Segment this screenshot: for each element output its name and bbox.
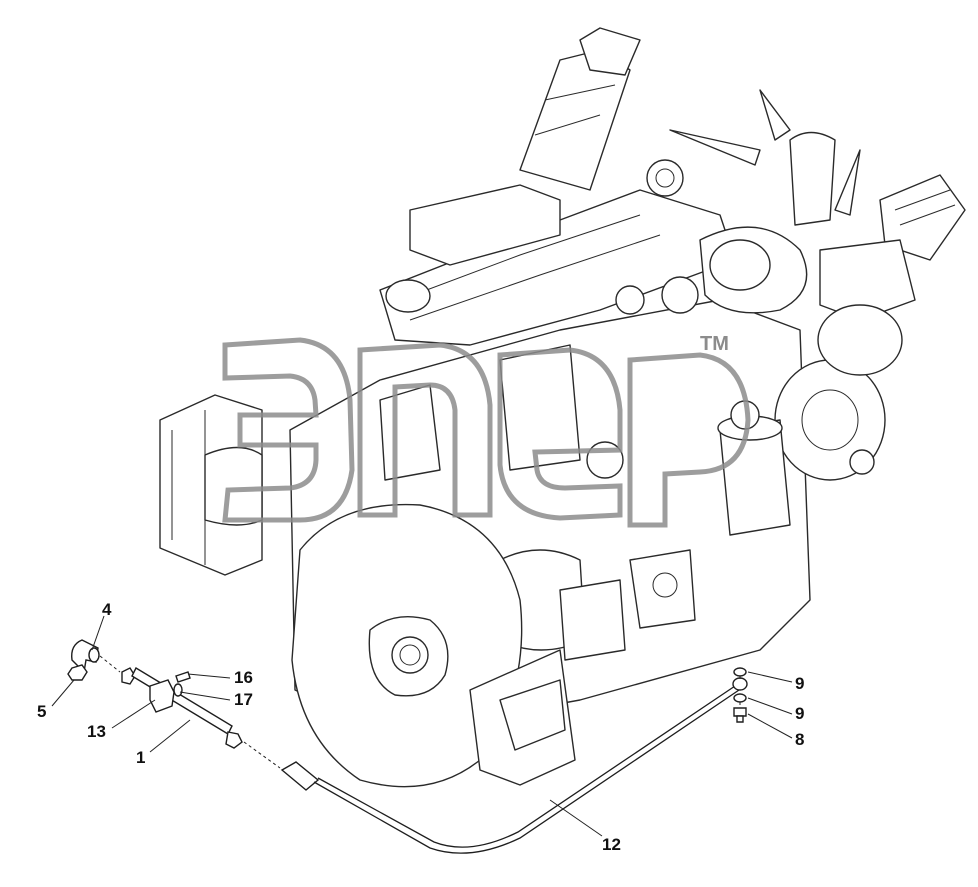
explode-lines [99, 655, 741, 769]
part-tube-12 [280, 683, 743, 854]
part-nut-5 [67, 664, 88, 681]
part-screw-16 [175, 671, 191, 683]
part-washer-9-top [733, 667, 747, 677]
part-block-13 [149, 679, 175, 713]
engine-body [159, 27, 966, 788]
part-washer-17 [173, 683, 183, 697]
callout-17: 17 [234, 690, 253, 709]
callout-9-top: 9 [795, 674, 805, 693]
part-bolt-8 [733, 707, 747, 723]
callout-8: 8 [795, 730, 805, 749]
callout-12: 12 [602, 835, 621, 854]
part-banjo-fitting [732, 677, 748, 691]
part-elbow-fitting [71, 639, 100, 674]
callout-16: 16 [234, 668, 253, 687]
watermark-letters [222, 337, 751, 528]
part-washer-9-bottom [733, 693, 747, 703]
callout-9-bottom: 9 [795, 704, 805, 723]
watermark-trademark: TM [700, 333, 729, 355]
callout-13: 13 [87, 722, 106, 741]
callout-4: 4 [102, 600, 112, 619]
callout-1: 1 [136, 748, 146, 767]
callout-5: 5 [37, 702, 47, 721]
leader-lines [51, 615, 793, 837]
